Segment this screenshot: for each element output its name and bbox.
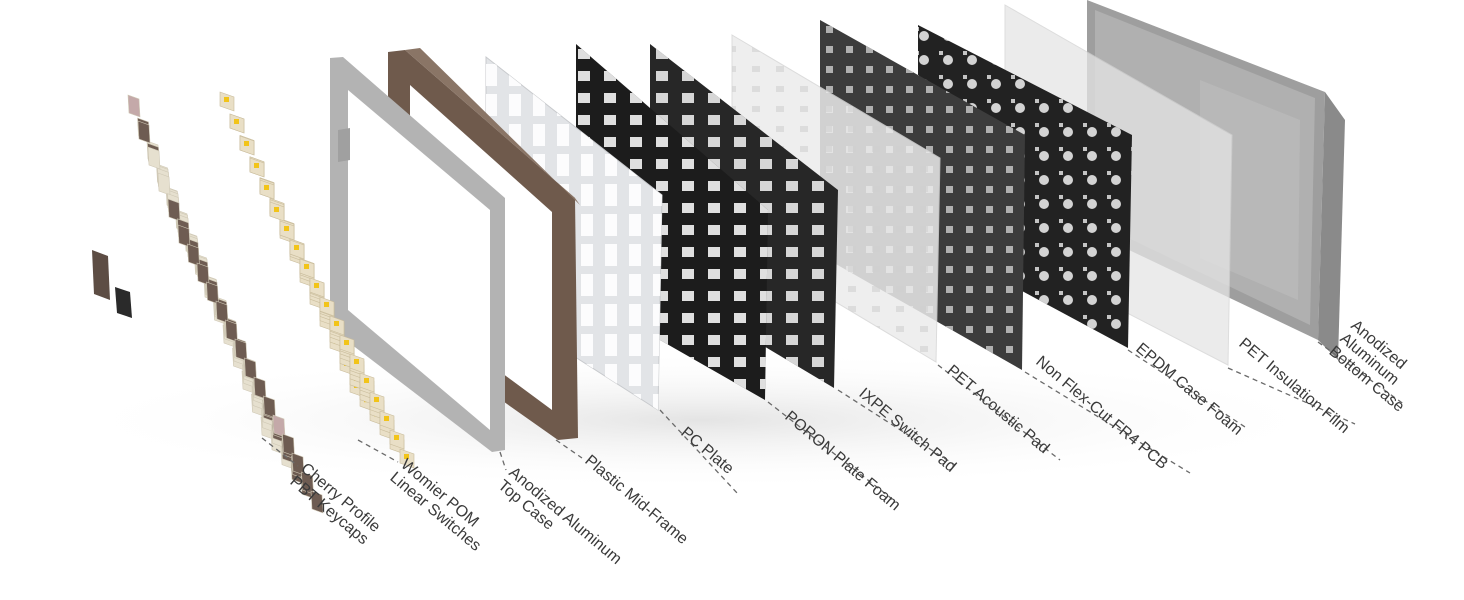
- keycap: [127, 94, 141, 118]
- switches-layer: [219, 91, 415, 469]
- floor-shadow: [50, 350, 1350, 490]
- switch-stem: [274, 207, 279, 212]
- loose-keycaps: [92, 250, 132, 318]
- switch-stem: [354, 359, 359, 364]
- switch-stem: [304, 264, 309, 269]
- switch-stem: [224, 97, 229, 102]
- leader-line-top-case: [499, 451, 507, 471]
- leader-line-pet-acoustic: [937, 364, 1061, 461]
- leader-line-pc-plate: [659, 409, 739, 495]
- switch-stem: [324, 302, 329, 307]
- switch-stem: [234, 119, 239, 124]
- switch-stem: [294, 245, 299, 250]
- switch-stem: [334, 321, 339, 326]
- label-bottom-case: AnodizedAluminumBottom Case: [1326, 317, 1430, 416]
- keycap: [137, 120, 151, 144]
- leader-line-keycaps: [261, 437, 299, 467]
- keycap: [310, 490, 324, 514]
- keycaps-layer: [127, 94, 324, 514]
- switch-stem: [344, 340, 349, 345]
- switch-stem: [394, 435, 399, 440]
- leader-line-switches: [357, 439, 399, 463]
- switch-stem: [314, 283, 319, 288]
- top-case-layer: [330, 57, 505, 452]
- switch-stem: [374, 397, 379, 402]
- switch-stem: [244, 141, 249, 146]
- switch-stem: [264, 185, 269, 190]
- switch-stem: [364, 378, 369, 383]
- switch-stem: [404, 454, 409, 459]
- switch-stem: [384, 416, 389, 421]
- leader-line-poron-foam: [767, 401, 897, 503]
- switch-stem: [284, 226, 289, 231]
- switch-stem: [254, 163, 259, 168]
